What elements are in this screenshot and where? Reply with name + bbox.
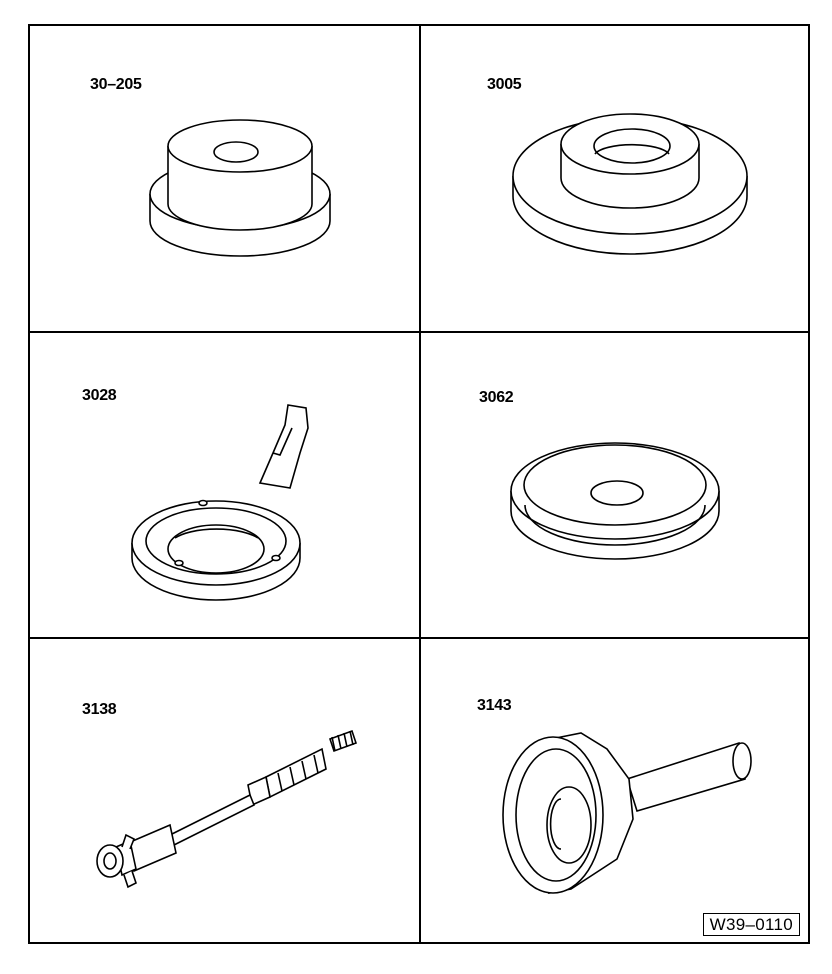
- tool-cell-3138: 3138: [30, 639, 419, 944]
- tool-cell-3143: 3143 W39–0110: [421, 639, 810, 944]
- stepped-disc-drawing: [30, 26, 419, 331]
- threaded-puller-drawing: [30, 639, 419, 944]
- flat-disc-drawing: [421, 333, 810, 637]
- tool-label: 3005: [487, 76, 522, 93]
- bell-driver-drawing: [421, 639, 810, 944]
- ring-with-handle-drawing: [30, 333, 419, 637]
- tool-label: 3143: [477, 697, 512, 714]
- tool-label: 3138: [82, 701, 117, 718]
- tool-cell-3005: 3005: [421, 26, 810, 331]
- tool-label: 30–205: [90, 76, 142, 93]
- figure-reference: W39–0110: [702, 913, 800, 936]
- tool-label: 3028: [82, 387, 117, 404]
- grid-divider-row-1: [30, 331, 808, 333]
- tool-cell-30-205: 30–205: [30, 26, 419, 331]
- grid-divider-row-2: [30, 637, 808, 639]
- tool-cell-3062: 3062: [421, 333, 810, 637]
- grid-divider-vertical: [419, 26, 421, 942]
- tool-sheet: 30–205 3005 3028: [28, 24, 810, 944]
- figure-reference-text: W39–0110: [709, 915, 793, 934]
- tool-label: 3062: [479, 389, 514, 406]
- wide-ring-drawing: [421, 26, 810, 331]
- tool-cell-3028: 3028: [30, 333, 419, 637]
